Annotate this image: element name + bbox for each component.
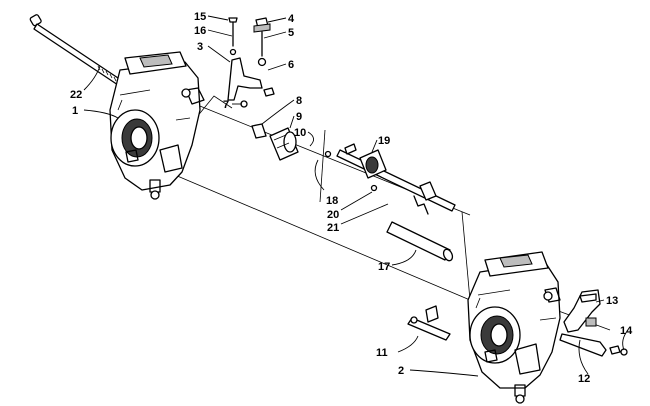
- carburetor-body-left: [109, 51, 205, 200]
- callout-10: 10: [294, 127, 306, 139]
- callout-18: 18: [326, 195, 338, 207]
- bushing: [251, 123, 267, 139]
- bracket-nut: [263, 87, 275, 97]
- callout-14: 14: [620, 325, 633, 337]
- sleeve-end: [283, 131, 297, 153]
- callout-8: 8: [296, 95, 302, 107]
- fuel-fitting: [407, 317, 451, 341]
- adjuster-spring: [257, 57, 267, 67]
- callout-17: 17: [378, 261, 390, 273]
- callout-15: 15: [194, 11, 206, 23]
- callout-19: 19: [378, 135, 390, 147]
- callout-11: 11: [376, 347, 388, 359]
- throttle-shaft-assembly: [324, 143, 456, 215]
- lever-screw: [609, 345, 621, 355]
- bracket-washer: [229, 48, 237, 56]
- callout-5: 5: [288, 27, 294, 39]
- callout-12: 12: [578, 373, 590, 385]
- shaft-clip: [419, 181, 437, 201]
- throttle-lever: [559, 333, 607, 357]
- callout-4: 4: [288, 13, 295, 25]
- bracket-hardware: [227, 17, 275, 108]
- callout-7: 7: [223, 99, 229, 111]
- connecting-tube: [386, 221, 454, 262]
- callout-labels: 1 2 3 4 5 6 7 8 9 10 11 12 13 14 15 16 1…: [70, 11, 633, 385]
- callout-16: 16: [194, 25, 206, 37]
- callout-2: 2: [398, 365, 404, 377]
- callout-20: 20: [327, 209, 339, 221]
- shaft-washer: [370, 184, 378, 192]
- right-side-fittings: [407, 289, 628, 357]
- carburetor-body-right: [467, 251, 561, 404]
- callout-6: 6: [288, 59, 294, 71]
- callout-3: 3: [197, 41, 203, 53]
- bushing-parts: [251, 123, 299, 161]
- shaft-link: [413, 195, 429, 215]
- callout-21: 21: [327, 222, 339, 234]
- shaft-screw: [324, 150, 332, 158]
- fitting-nipple: [425, 305, 439, 323]
- shaft-tab: [344, 143, 357, 155]
- leader-lines: [83, 15, 629, 377]
- bracket-screw-head: [228, 17, 238, 23]
- throttle-bracket: [227, 57, 263, 101]
- through-bolt: [29, 14, 125, 88]
- callout-13: 13: [606, 295, 618, 307]
- callout-1: 1: [72, 105, 78, 117]
- callout-9: 9: [296, 111, 302, 123]
- callout-22: 22: [70, 89, 82, 101]
